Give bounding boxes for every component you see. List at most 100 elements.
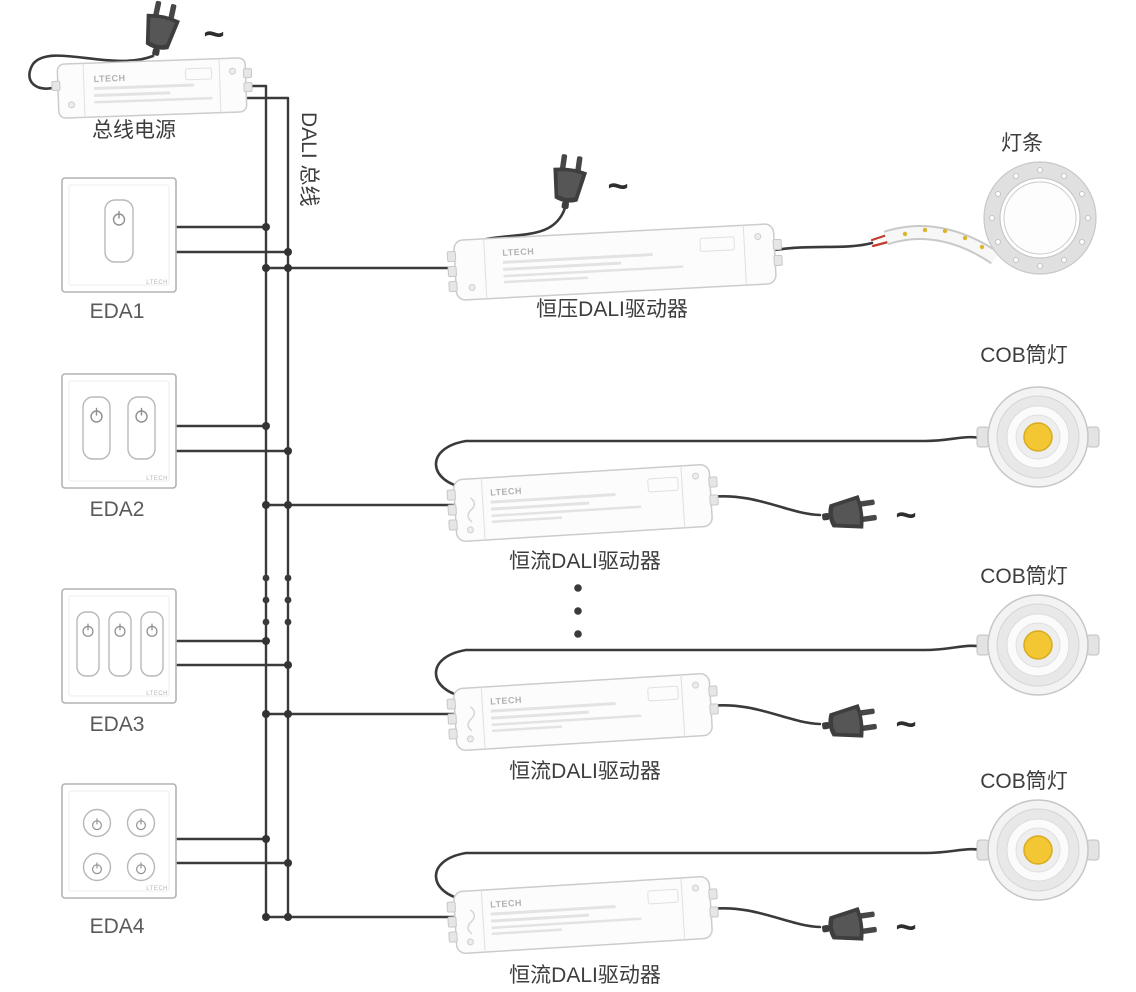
touch-button	[104, 199, 134, 263]
print-line	[94, 91, 171, 98]
junction-dot	[284, 661, 292, 669]
wire-cv-driver-to-strip	[772, 241, 874, 252]
bus-power-supply: LTECH	[51, 57, 253, 119]
print-line	[503, 276, 588, 284]
panel-bus-wires	[174, 223, 292, 867]
brand-text: LTECH	[146, 476, 168, 482]
screw	[754, 232, 762, 240]
led-strip-label: 灯条	[1001, 132, 1043, 155]
cob-label-3: COB筒灯	[980, 770, 1068, 793]
terminal	[772, 238, 782, 251]
ac-symbol: ~	[203, 13, 224, 54]
driver-bus-wires	[262, 264, 460, 921]
junction-dot	[284, 710, 292, 718]
junction-dot	[284, 264, 292, 272]
strip-led-dots	[989, 167, 1091, 269]
led-strip	[883, 161, 1097, 275]
brand-text: LTECH	[93, 73, 125, 84]
panel-label-eda2: EDA2	[90, 498, 145, 521]
strip-red-lead	[871, 240, 890, 248]
cc-dali-driver-1	[445, 463, 721, 543]
touch-button	[140, 611, 164, 677]
continuation-dots-drivers	[574, 584, 582, 638]
terminal	[51, 80, 61, 91]
power-plug-icon	[547, 152, 590, 212]
panel-label-eda4: EDA4	[90, 915, 145, 938]
junction-dot	[262, 913, 270, 921]
print-line	[94, 96, 213, 104]
power-plug-icon	[819, 904, 879, 947]
terminal	[773, 254, 783, 267]
cv-dali-driver: LTECH	[446, 223, 783, 301]
cob-label-2: COB筒灯	[980, 565, 1068, 588]
print-line	[503, 265, 684, 278]
print-line	[93, 83, 194, 91]
terminal	[446, 250, 457, 263]
brand-text: LTECH	[502, 246, 534, 258]
power-plug-icon	[138, 0, 184, 60]
terminal	[447, 265, 457, 278]
screw	[468, 284, 476, 292]
cob-label-1: COB筒灯	[980, 344, 1068, 367]
continuation-dots-bus	[262, 574, 292, 626]
wire-cc-driver-3-mains	[708, 906, 822, 929]
wire-cc1-to-cob1	[434, 435, 990, 490]
brand-text: LTECH	[146, 691, 168, 697]
bus-power-label: 总线电源	[92, 119, 176, 142]
junction-dot	[262, 637, 270, 645]
junction-dot	[262, 835, 270, 843]
touch-button	[82, 396, 111, 460]
wall-panel-eda2: LTECH	[61, 373, 177, 489]
screw	[228, 67, 236, 75]
cob-downlight-1	[976, 386, 1100, 488]
panel-label-eda3: EDA3	[90, 713, 145, 736]
wire-cc-driver-1-mains	[708, 494, 822, 517]
wall-panel-eda3: LTECH	[61, 588, 177, 704]
power-plug-icon	[819, 701, 879, 744]
cc-driver-label-3: 恒流DALI驱动器	[509, 964, 661, 987]
brand-text: LTECH	[146, 886, 168, 892]
touch-button	[76, 611, 100, 677]
wire-mains-to-bus-power	[28, 54, 155, 90]
cc-driver-label-1: 恒流DALI驱动器	[509, 550, 661, 573]
strip-red-lead	[870, 233, 889, 242]
cc-dali-driver-3	[445, 875, 721, 955]
screw	[68, 101, 76, 109]
terminal	[448, 280, 458, 293]
dali-bus-line-1	[246, 84, 268, 917]
ac-symbol: ~	[895, 703, 916, 744]
ac-symbol: ~	[895, 494, 916, 535]
panel-label-eda1: EDA1	[90, 300, 145, 323]
junction-dot	[262, 264, 270, 272]
cob-downlight-2	[976, 594, 1100, 696]
wire-cc2-to-cob2	[434, 644, 990, 699]
print-line	[503, 261, 622, 271]
wall-panel-eda4: LTECH	[61, 783, 177, 899]
wire-cc3-to-cob3	[434, 847, 990, 902]
terminal	[242, 68, 253, 79]
junction-dot	[262, 710, 270, 718]
junction-dot	[284, 248, 292, 256]
cob-downlight-3	[976, 799, 1100, 901]
junction-dot	[262, 501, 270, 509]
junction-dot	[262, 422, 270, 430]
touch-button	[108, 611, 132, 677]
ac-symbol: ~	[607, 165, 628, 206]
junction-dot	[284, 447, 292, 455]
cv-driver-label: 恒压DALI驱动器	[536, 298, 688, 321]
junction-dot	[262, 223, 270, 231]
wire-cc-driver-2-mains	[708, 703, 822, 726]
cc-driver-label-2: 恒流DALI驱动器	[509, 760, 661, 783]
brand-text: LTECH	[146, 280, 168, 286]
dali-bus-label: DALI 总线	[297, 112, 320, 207]
junction-dot	[284, 501, 292, 509]
junction-dot	[284, 913, 292, 921]
cc-dali-driver-2	[445, 672, 721, 752]
touch-button	[127, 396, 156, 460]
wall-panel-eda1: LTECH	[61, 177, 177, 293]
ac-symbol: ~	[895, 906, 916, 947]
power-plug-icon	[819, 492, 879, 535]
print-line	[502, 253, 653, 264]
